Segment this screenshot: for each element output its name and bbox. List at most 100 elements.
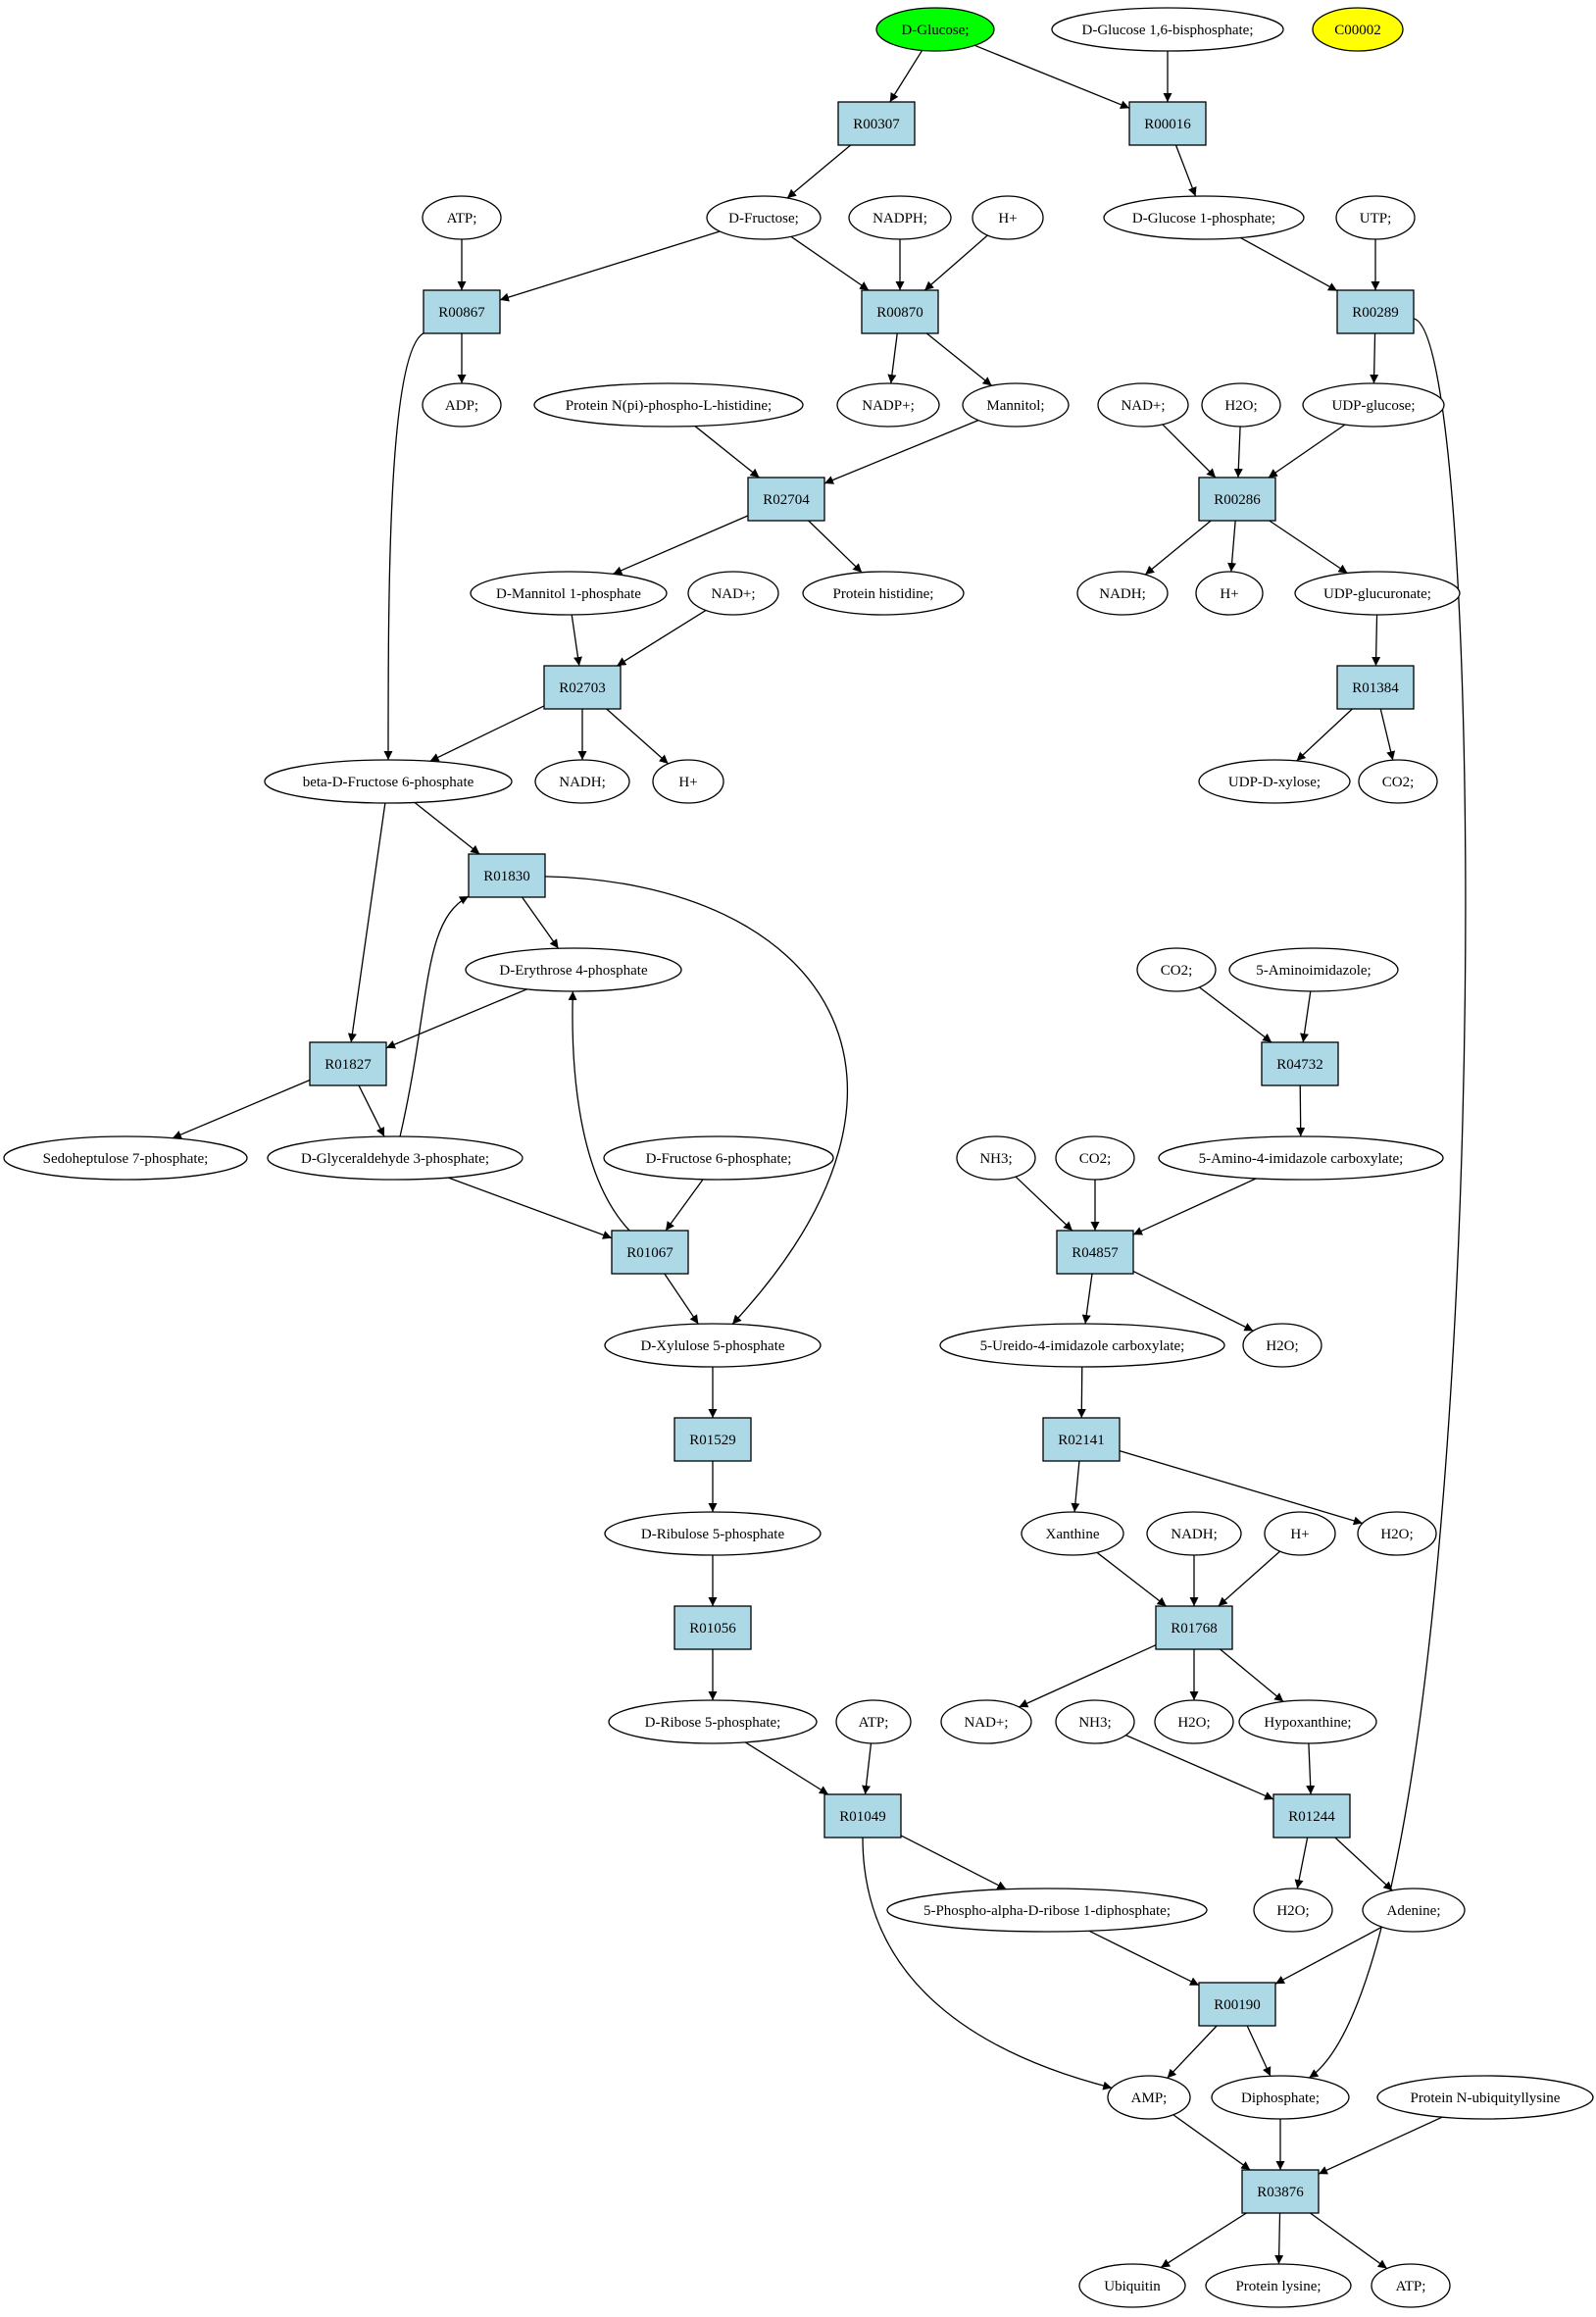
metabolite-shape: [1205, 2263, 1352, 2308]
edge-R03876-to-atp3: [1310, 2212, 1388, 2270]
reaction-node-R01529[interactable]: R01529: [673, 1417, 752, 1462]
reaction-box: [1336, 289, 1415, 334]
metabolite-node-c00002[interactable]: C00002: [1312, 7, 1404, 52]
edge-R04857-to-h2o2: [1132, 1270, 1254, 1332]
metabolite-shape: [1362, 1888, 1466, 1933]
reaction-node-R01384[interactable]: R01384: [1336, 665, 1415, 710]
metabolite-label: NADH;: [1171, 1527, 1218, 1542]
metabolite-label: 5-Amino-4-imidazole carboxylate;: [1199, 1151, 1404, 1167]
metabolite-node-hplus3[interactable]: H+: [652, 759, 724, 804]
metabolite-node-dru5p[interactable]: D-Ribulose 5-phosphate: [604, 1511, 822, 1556]
reaction-node-R01067[interactable]: R01067: [611, 1230, 689, 1275]
metabolite-label: AMP;: [1131, 2090, 1168, 2106]
metabolite-node-nadh3[interactable]: NADH;: [1146, 1511, 1242, 1556]
metabolite-node-aicarbox[interactable]: 5-Amino-4-imidazole carboxylate;: [1158, 1135, 1444, 1181]
metabolite-node-nh3a[interactable]: NH3;: [956, 1135, 1036, 1181]
metabolite-node-adenine[interactable]: Adenine;: [1362, 1888, 1466, 1933]
reaction-node-R00016[interactable]: R00016: [1128, 101, 1207, 146]
reaction-node-R02703[interactable]: R02703: [543, 665, 622, 710]
metabolite-shape: [603, 1135, 834, 1181]
metabolite-node-h2o3[interactable]: H2O;: [1357, 1511, 1437, 1556]
metabolite-node-hplus1[interactable]: H+: [972, 195, 1044, 240]
reaction-node-R04857[interactable]: R04857: [1056, 1230, 1134, 1275]
reaction-node-R03876[interactable]: R03876: [1241, 2169, 1320, 2214]
metabolite-node-co2b[interactable]: CO2;: [1136, 947, 1217, 992]
metabolite-label: Protein N-ubiquityllysine: [1411, 2090, 1561, 2106]
metabolite-node-dxu5p[interactable]: D-Xylulose 5-phosphate: [604, 1323, 822, 1368]
metabolite-node-prpp[interactable]: 5-Phospho-alpha-D-ribose 1-diphosphate;: [886, 1888, 1208, 1933]
metabolite-node-bdf6p[interactable]: beta-D-Fructose 6-phosphate: [264, 759, 513, 804]
metabolite-node-dglucose[interactable]: D-Glucose;: [875, 7, 995, 52]
metabolite-node-co2a[interactable]: CO2;: [1358, 759, 1438, 804]
metabolite-node-atp2[interactable]: ATP;: [835, 1699, 912, 1744]
metabolite-node-nad3[interactable]: NAD+;: [940, 1699, 1032, 1744]
metabolite-node-hypoxanthine[interactable]: Hypoxanthine;: [1238, 1699, 1377, 1744]
metabolite-node-co2c[interactable]: CO2;: [1055, 1135, 1135, 1181]
metabolite-node-nadh2[interactable]: NADH;: [534, 759, 630, 804]
metabolite-node-nh3b[interactable]: NH3;: [1055, 1699, 1135, 1744]
reaction-node-R00289[interactable]: R00289: [1336, 289, 1415, 334]
metabolite-node-udpxylose[interactable]: UDP-D-xylose;: [1198, 759, 1351, 804]
metabolite-node-udpglucuronate[interactable]: UDP-glucuronate;: [1294, 571, 1461, 616]
edge-ureido-to-R02141: [1076, 1366, 1086, 1419]
metabolite-node-protnpi[interactable]: Protein N(pi)-phospho-L-histidine;: [533, 382, 804, 428]
metabolite-node-ubiquitin[interactable]: Ubiquitin: [1078, 2263, 1186, 2308]
metabolite-node-adp[interactable]: ADP;: [422, 382, 502, 428]
metabolite-shape: [652, 759, 724, 804]
metabolite-node-dmannitol1p[interactable]: D-Mannitol 1-phosphate: [470, 571, 668, 616]
reaction-node-R01827[interactable]: R01827: [309, 1041, 387, 1086]
metabolite-node-mannitol[interactable]: Mannitol;: [962, 382, 1070, 428]
metabolite-node-atp1[interactable]: ATP;: [422, 195, 502, 240]
reaction-node-R01830[interactable]: R01830: [468, 853, 546, 898]
metabolite-node-g16bp[interactable]: D-Glucose 1,6-bisphosphate;: [1051, 7, 1284, 52]
edge-R01768-to-hypoxanthine: [1220, 1648, 1284, 1702]
metabolite-node-diphosphate[interactable]: Diphosphate;: [1211, 2075, 1350, 2120]
reaction-node-R00190[interactable]: R00190: [1198, 1982, 1276, 2027]
reaction-node-R00286[interactable]: R00286: [1198, 477, 1276, 522]
metabolite-node-atp3[interactable]: ATP;: [1371, 2263, 1451, 2308]
metabolite-node-amp[interactable]: AMP;: [1107, 2075, 1191, 2120]
metabolite-node-protnubq[interactable]: Protein N-ubiquityllysine: [1376, 2075, 1594, 2120]
metabolite-node-nadph1[interactable]: NADPH;: [848, 195, 952, 240]
metabolite-node-aminoimid[interactable]: 5-Aminoimidazole;: [1228, 947, 1399, 992]
reaction-node-R02704[interactable]: R02704: [747, 477, 825, 522]
metabolite-node-g3p[interactable]: D-Glyceraldehyde 3-phosphate;: [267, 1135, 524, 1181]
reaction-box: [611, 1230, 689, 1275]
metabolite-node-s7p[interactable]: Sedoheptulose 7-phosphate;: [3, 1135, 248, 1181]
metabolite-node-df6p[interactable]: D-Fructose 6-phosphate;: [603, 1135, 834, 1181]
reaction-node-R00867[interactable]: R00867: [423, 289, 501, 334]
metabolite-node-de4p[interactable]: D-Erythrose 4-phosphate: [465, 947, 682, 992]
edge-R02703-to-hplus3: [606, 708, 670, 765]
metabolite-label: H2O;: [1177, 1715, 1210, 1731]
metabolite-node-nad1[interactable]: NAD+;: [1097, 382, 1189, 428]
reaction-node-R00307[interactable]: R00307: [837, 101, 916, 146]
metabolite-node-udpglucose[interactable]: UDP-glucose;: [1302, 382, 1445, 428]
reaction-box: [1272, 1793, 1351, 1838]
metabolite-node-dfructose[interactable]: D-Fructose;: [706, 195, 822, 240]
metabolite-node-nadp1[interactable]: NADP+;: [836, 382, 940, 428]
metabolite-node-xanthine[interactable]: Xanthine: [1021, 1511, 1124, 1556]
metabolite-node-nadh1[interactable]: NADH;: [1076, 571, 1169, 616]
metabolite-node-h2o5[interactable]: H2O;: [1253, 1888, 1333, 1933]
metabolite-node-ureido[interactable]: 5-Ureido-4-imidazole carboxylate;: [939, 1323, 1225, 1368]
metabolite-node-protlys[interactable]: Protein lysine;: [1205, 2263, 1352, 2308]
metabolite-node-h2o2[interactable]: H2O;: [1242, 1323, 1322, 1368]
metabolite-node-prothis[interactable]: Protein histidine;: [802, 571, 965, 616]
metabolite-node-g1p[interactable]: D-Glucose 1-phosphate;: [1103, 195, 1305, 240]
reaction-node-R01056[interactable]: R01056: [673, 1605, 752, 1650]
reaction-node-R01768[interactable]: R01768: [1155, 1605, 1233, 1650]
reaction-node-R00870[interactable]: R00870: [861, 289, 939, 334]
metabolite-node-nad2[interactable]: NAD+;: [687, 571, 779, 616]
reaction-node-R01049[interactable]: R01049: [823, 1793, 902, 1838]
metabolite-node-hplus4[interactable]: H+: [1264, 1511, 1336, 1556]
metabolite-shape: [1078, 2263, 1186, 2308]
metabolite-node-utp[interactable]: UTP;: [1335, 195, 1416, 240]
metabolite-node-h2o4[interactable]: H2O;: [1154, 1699, 1234, 1744]
metabolite-node-h2o1[interactable]: H2O;: [1201, 382, 1281, 428]
metabolite-node-hplus2[interactable]: H+: [1195, 571, 1264, 616]
reaction-node-R04732[interactable]: R04732: [1261, 1041, 1339, 1086]
reaction-node-R01244[interactable]: R01244: [1272, 1793, 1351, 1838]
metabolite-shape: [972, 195, 1044, 240]
reaction-node-R02141[interactable]: R02141: [1042, 1417, 1121, 1462]
metabolite-node-dr5p[interactable]: D-Ribose 5-phosphate;: [608, 1699, 818, 1744]
